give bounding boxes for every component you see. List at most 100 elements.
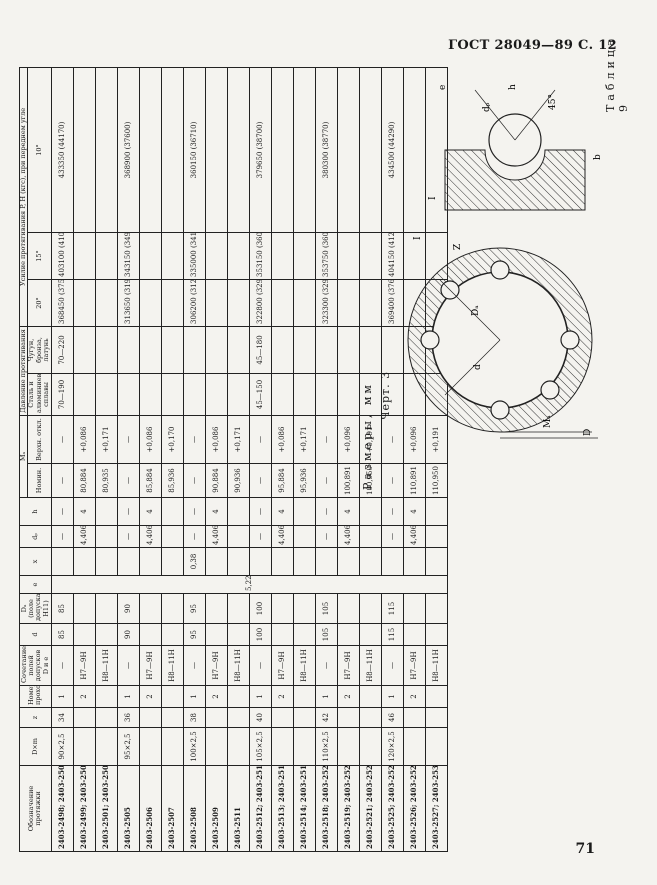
cell-da — [271, 593, 294, 624]
cell-x — [403, 547, 426, 576]
cell-f20: 306200 (31210) — [183, 279, 206, 327]
cell-f10 — [293, 67, 316, 233]
cell-f15: 335000 (34150) — [183, 232, 206, 280]
cell-iron — [315, 326, 338, 374]
cell-x — [117, 547, 140, 576]
cell-tol: — — [117, 645, 140, 686]
cell-d — [205, 623, 228, 646]
cell-f10: 380300 (38770) — [315, 67, 338, 233]
cell-des: 2403-2521; 2403-2524 — [359, 765, 382, 852]
cell-iron — [73, 326, 96, 374]
table-title: Таблица 9 — [604, 35, 630, 112]
cell-steel — [293, 373, 316, 416]
cell-da — [73, 593, 96, 624]
cell-d: 105 — [315, 623, 338, 646]
cell-dxm — [73, 727, 96, 766]
cell-dp: — — [117, 525, 140, 548]
cell-f10 — [95, 67, 118, 233]
cell-dxm: 95×2,5 — [117, 727, 140, 766]
cell-tol: H7—9H — [139, 645, 162, 686]
cell-f10 — [359, 67, 382, 233]
cell-da: 100 — [249, 593, 272, 624]
cell-man: 110,891 — [403, 463, 426, 498]
detail-I: dₚ 45° I h b e — [428, 84, 603, 211]
label-e: e — [438, 85, 448, 90]
cell-des: 2403-2526; 2403-2529 — [403, 765, 426, 852]
cell-z — [425, 707, 448, 728]
cell-x — [271, 547, 294, 576]
col-steel: Сталь и алюминиевые сплавы — [27, 373, 52, 416]
cell-f20 — [205, 279, 228, 327]
cell-steel — [117, 373, 140, 416]
cell-da — [403, 593, 426, 624]
cell-dp: — — [51, 525, 74, 548]
cell-tol: H8—11H — [293, 645, 316, 686]
cell-f15 — [359, 232, 382, 280]
cell-steel — [183, 373, 206, 416]
cell-iron: 45—180 — [249, 326, 272, 374]
cell-mad: +0,171 — [293, 415, 316, 464]
cell-f15 — [95, 232, 118, 280]
cell-man: 95,884 — [271, 463, 294, 498]
cell-dxm — [271, 727, 294, 766]
cell-f20: 368450 (37560) — [51, 279, 74, 327]
cell-tol: H7—9H — [73, 645, 96, 686]
col-e: e — [19, 575, 52, 594]
cell-z — [95, 707, 118, 728]
cell-des: 2403-2511 — [227, 765, 250, 852]
cell-mad: +0,086 — [139, 415, 162, 464]
page-header: ГОСТ 28049—89 С. 12 — [448, 38, 617, 53]
cell-da — [161, 593, 184, 624]
cell-steel — [73, 373, 96, 416]
cell-f15 — [227, 232, 250, 280]
cell-z — [161, 707, 184, 728]
cell-man: — — [249, 463, 272, 498]
cell-d — [359, 623, 382, 646]
cell-pass: 2 — [403, 685, 426, 708]
cell-f10: 433350 (44170) — [51, 67, 74, 233]
cell-d: 85 — [51, 623, 74, 646]
cell-x — [359, 547, 382, 576]
cell-dp: — — [381, 525, 404, 548]
cell-x — [51, 547, 74, 576]
cell-d: 90 — [117, 623, 140, 646]
cell-h: — — [315, 497, 338, 526]
cell-f10 — [73, 67, 96, 233]
cell-tol: H7—9H — [271, 645, 294, 686]
cell-z — [205, 707, 228, 728]
col-pass: Номер прохода — [19, 685, 52, 708]
col-ma: Mₐ — [19, 415, 28, 498]
label-d: d — [473, 364, 483, 370]
cell-des: 2403-2519; 2403-2523 — [337, 765, 360, 852]
cell-z: 36 — [117, 707, 140, 728]
cell-mad: +0,171 — [95, 415, 118, 464]
cell-da — [95, 593, 118, 624]
cell-d — [161, 623, 184, 646]
cell-da — [359, 593, 382, 624]
cell-steel — [205, 373, 228, 416]
cell-f20 — [95, 279, 118, 327]
cell-dxm — [359, 727, 382, 766]
cell-man: — — [117, 463, 140, 498]
cell-d — [293, 623, 316, 646]
cell-f20: 323300 (32960) — [315, 279, 338, 327]
cell-f10: 360150 (36710) — [183, 67, 206, 233]
cell-f10 — [139, 67, 162, 233]
col-da: Dₐ (поле допуска H11) — [19, 593, 52, 624]
col-a15: 15° — [27, 232, 52, 280]
cell-iron — [227, 326, 250, 374]
cell-z — [359, 707, 382, 728]
cell-dxm — [205, 727, 228, 766]
cell-x — [95, 547, 118, 576]
cell-des: 2403-2498; 2403-2502 — [51, 765, 74, 852]
col-tolerance: Сочетание полей допусков D и e — [19, 645, 52, 686]
cell-mad: +0,086 — [271, 415, 294, 464]
cell-f20 — [161, 279, 184, 327]
cell-x — [337, 547, 360, 576]
